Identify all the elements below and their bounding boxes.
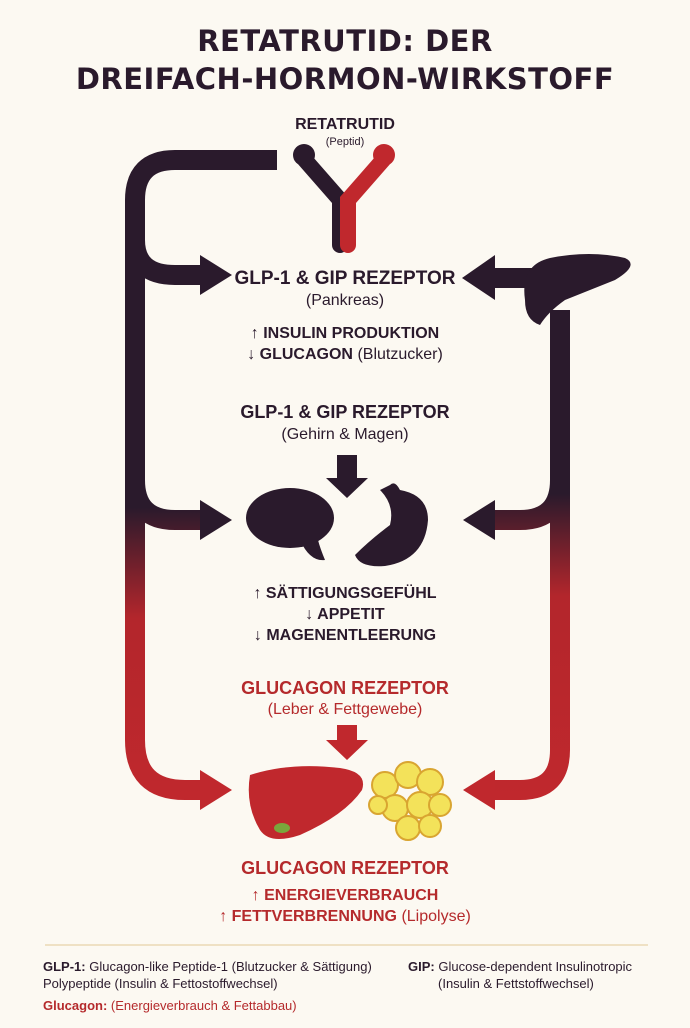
- page-title: RETATRUTID: DER DREIFACH-HORMON-WIRKSTOF…: [0, 22, 690, 98]
- pancreas-effect-glucagon: ↓ GLUCAGON (Blutzucker): [0, 344, 690, 365]
- title-line-2: DREIFACH-HORMON-WIRKSTOFF: [75, 62, 615, 96]
- glucagon-effect-energy: ↑ ENERGIEVERBRAUCH: [251, 887, 439, 904]
- title-line-1: RETATRUTID: DER: [197, 24, 493, 58]
- molecule-type: (Peptid): [325, 136, 365, 148]
- legend-glucagon: Glucagon: (Energieverbrauch & Fettabbau): [43, 997, 297, 1014]
- effect-bold: ↓ GLUCAGON: [247, 346, 353, 363]
- legend-text: (Energieverbrauch & Fettabbau): [110, 998, 297, 1013]
- pancreas-icon: [524, 254, 631, 325]
- brain-icon: [246, 488, 334, 561]
- brain-receptor-organ: (Gehirn & Magen): [281, 426, 409, 443]
- arrowhead-brain-left: [200, 500, 232, 540]
- legend-text: Glucose-dependent Insulinotropic: [438, 959, 633, 974]
- legend-text: (Insulin & Fettstoffwechsel): [438, 976, 594, 991]
- glucagon-receptor-title: GLUCAGON REZEPTOR: [241, 678, 449, 698]
- glucagon-effect-lipolysis: ↑ FETTVERBRENNUNG (Lipolyse): [0, 906, 690, 927]
- antibody-peptide-icon: [293, 144, 395, 253]
- down-arrow-brain: [326, 455, 368, 498]
- arrowhead-brain-right: [463, 500, 495, 540]
- legend-label: GLP-1:: [43, 959, 86, 974]
- effect-note: (Lipolyse): [401, 908, 471, 925]
- brain-effect-gastric: ↓ MAGENENTLEERUNG: [253, 627, 437, 644]
- pancreas-receptor-organ: (Pankreas): [305, 292, 385, 309]
- legend-text: Glucagon-like Peptide-1 (Blutzucker & Sä…: [89, 959, 372, 974]
- arrowhead-liver-left: [200, 770, 232, 810]
- liver-icon: [248, 766, 364, 839]
- left-flow-arrows: [125, 150, 277, 800]
- stomach-icon: [355, 483, 428, 567]
- legend-gip: GIP: Glucose-dependent Insulinotropic (I…: [408, 958, 632, 992]
- arrowhead-pancreas-left: [200, 255, 232, 295]
- legend-text: Polypeptide (Insulin & Fettostoffwechsel…: [43, 976, 278, 991]
- arrowhead-liver-right: [463, 770, 495, 810]
- down-arrow-liver: [326, 725, 368, 760]
- legend-glp1: GLP-1: Glucagon-like Peptide-1 (Blutzuck…: [43, 958, 372, 992]
- molecule-name: RETATRUTID: [295, 116, 395, 133]
- effect-bold: ↑ FETTVERBRENNUNG: [219, 908, 397, 925]
- brain-effect-satiety: ↑ SÄTTIGUNGSGEFÜHL: [253, 585, 437, 602]
- pancreas-effect-insulin: ↑ INSULIN PRODUKTION: [250, 325, 440, 342]
- glucagon-result-title: GLUCAGON REZEPTOR: [241, 858, 449, 878]
- glucagon-receptor-organ: (Leber & Fettgewebe): [267, 701, 423, 718]
- legend-label: GIP:: [408, 959, 435, 974]
- fat-cells-icon: [368, 761, 452, 841]
- brain-effect-appetite: ↓ APPETIT: [305, 606, 385, 623]
- legend-label: Glucagon:: [43, 998, 108, 1013]
- effect-note: (Blutzucker): [357, 346, 443, 363]
- arrowhead-pancreas-right: [462, 255, 495, 300]
- brain-receptor-title: GLP-1 & GIP REZEPTOR: [240, 402, 450, 422]
- pancreas-receptor-title: GLP-1 & GIP REZEPTOR: [234, 268, 456, 289]
